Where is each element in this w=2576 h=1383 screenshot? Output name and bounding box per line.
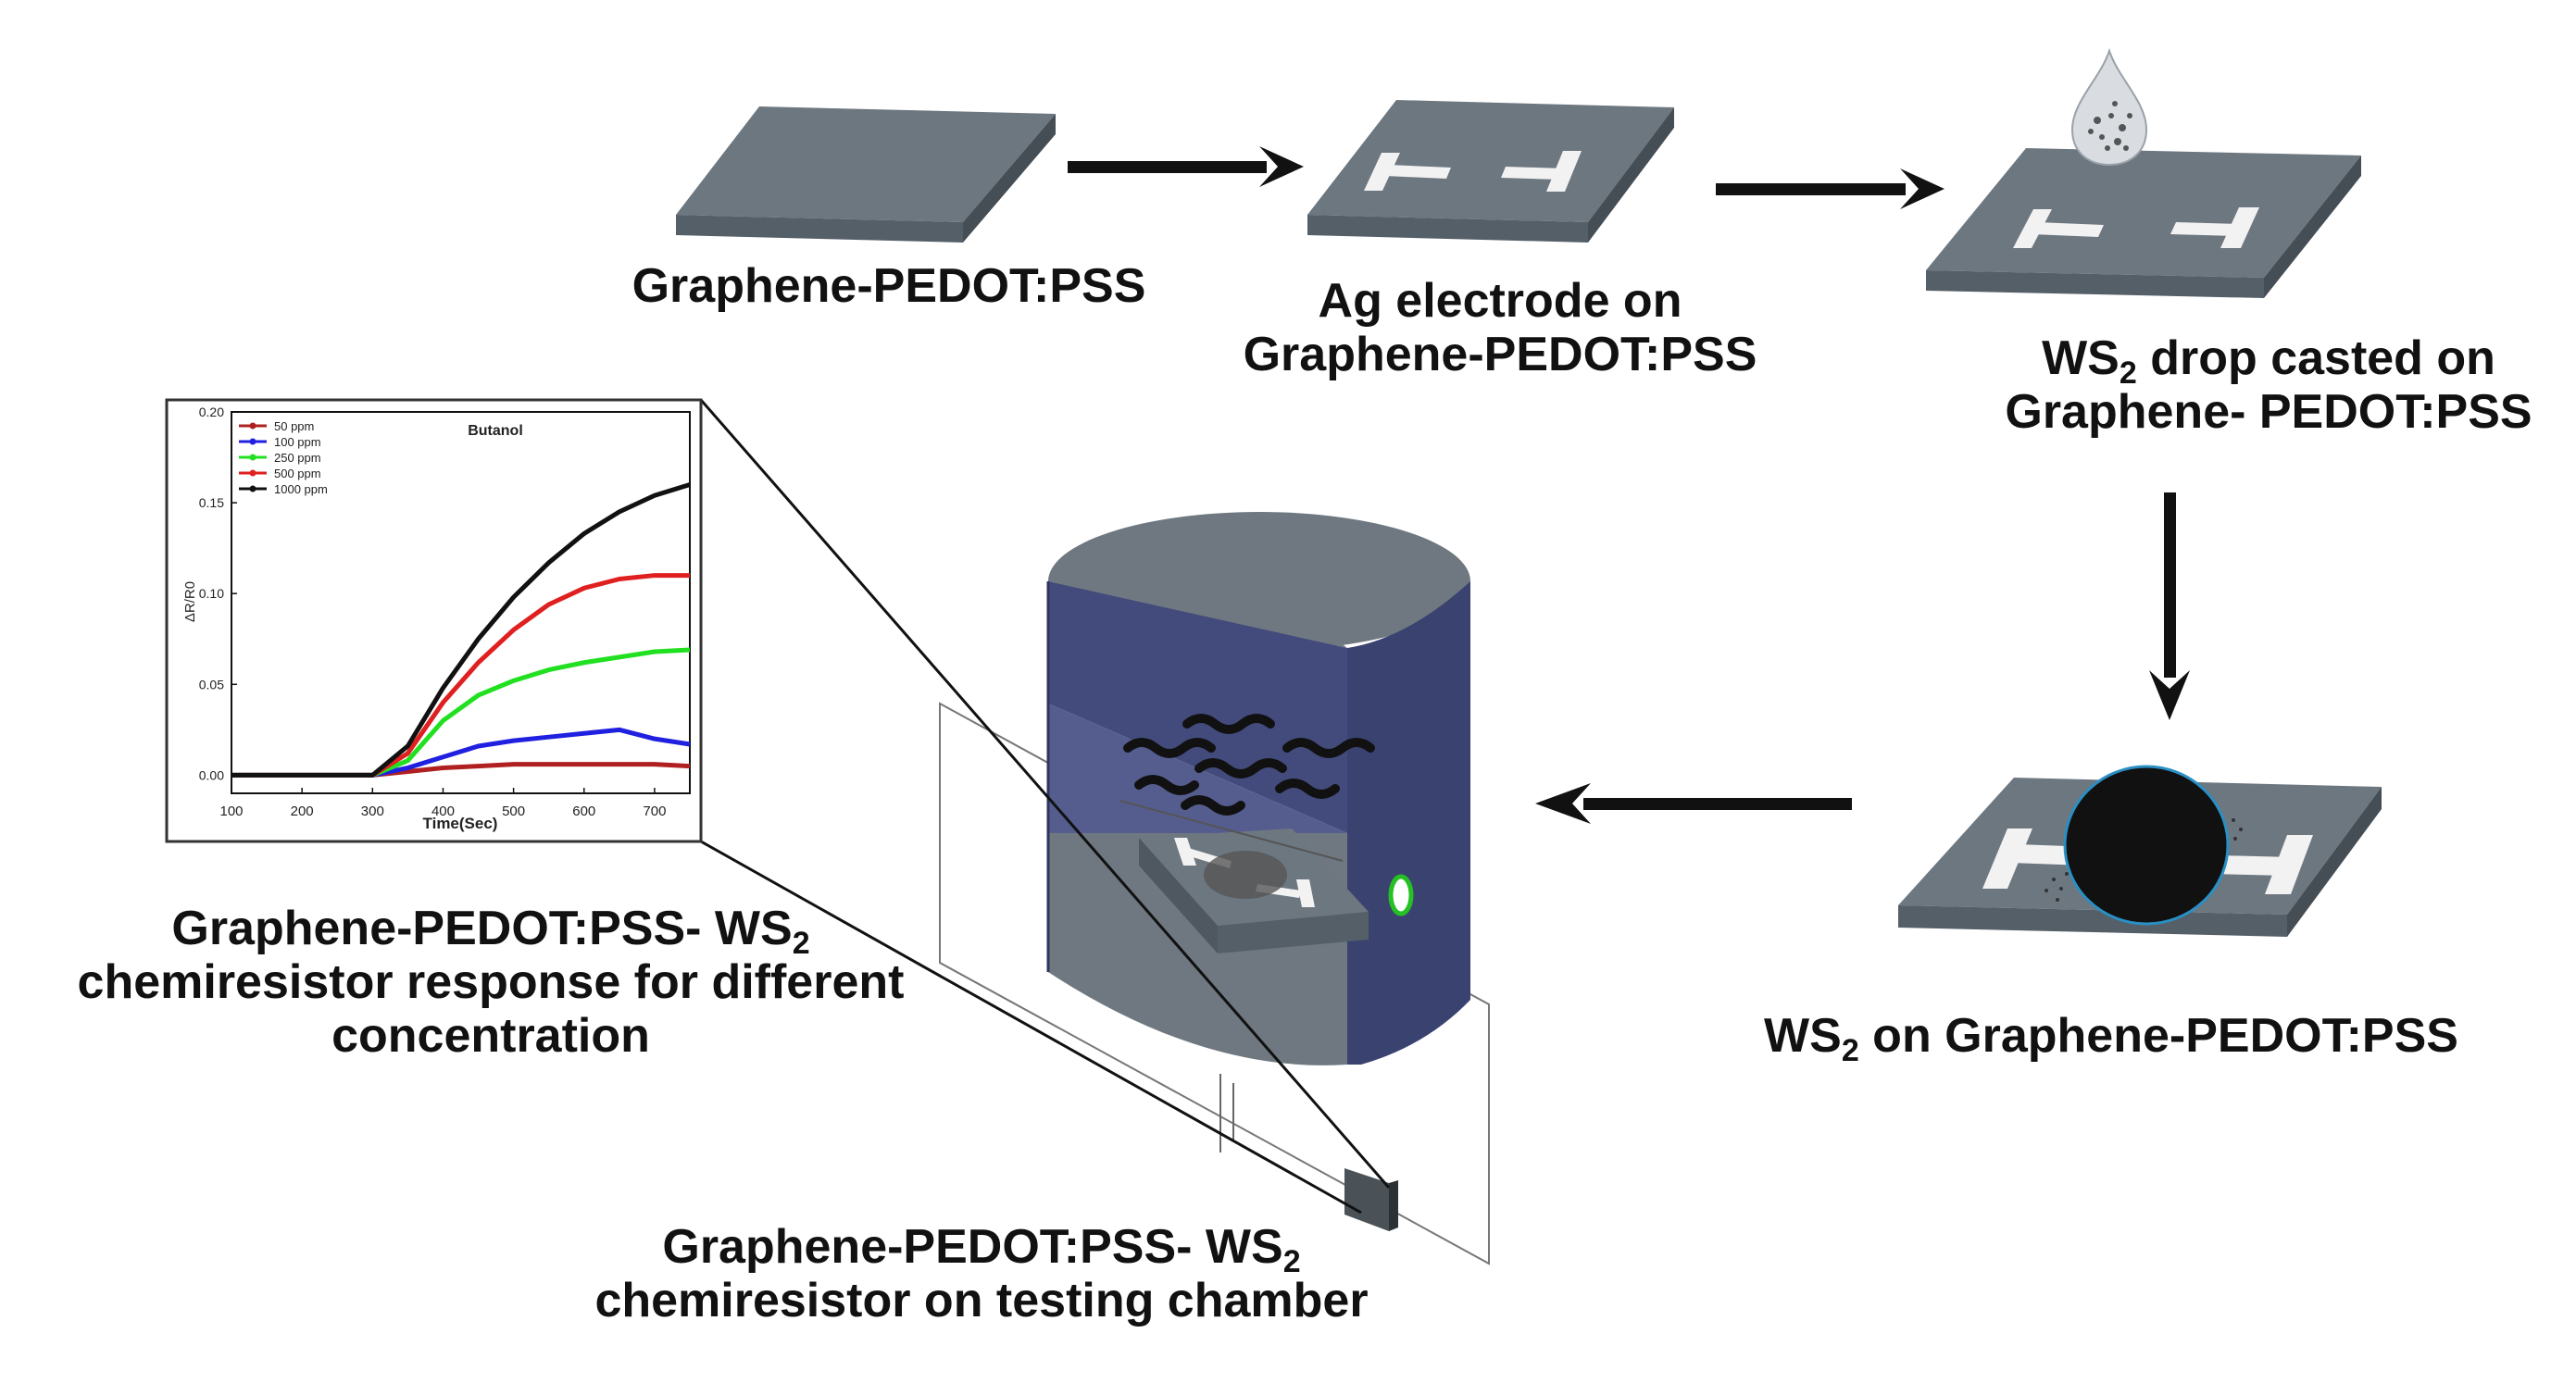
- legend-label: 500 ppm: [274, 467, 321, 480]
- caption-step6-line1: Graphene-PEDOT:PSS- WS2: [171, 902, 810, 961]
- y-tick-label: 0.15: [199, 495, 224, 510]
- caption-step3-line1: WS2 drop casted on: [2042, 331, 2495, 391]
- caption-step2: Ag electrode on Graphene-PEDOT:PSS: [1204, 274, 1796, 381]
- x-tick-label: 200: [291, 804, 314, 819]
- chart-ylabel: ΔR/R0: [182, 581, 198, 622]
- arrow-right-2: [1716, 168, 1945, 209]
- caption-step1: Graphene-PEDOT:PSS: [593, 259, 1185, 313]
- ag-electrode-left: [1364, 153, 1451, 191]
- caption-step1-text: Graphene-PEDOT:PSS: [631, 259, 1146, 313]
- legend-label: 250 ppm: [274, 451, 321, 465]
- x-tick-label: 400: [431, 804, 455, 819]
- ws2-droplet-icon: [2070, 47, 2148, 167]
- testing-chamber: [1046, 512, 1470, 1065]
- gas-wave-icons: [1123, 714, 1375, 816]
- arrow-down: [2149, 492, 2190, 720]
- legend-marker: [249, 438, 256, 445]
- x-tick-label: 600: [572, 804, 595, 819]
- caption-step6-line2: chemiresistor response for different: [77, 955, 905, 1009]
- caption-step3: WS2 drop casted on Graphene- PEDOT:PSS: [1963, 331, 2574, 439]
- x-tick-label: 700: [643, 804, 666, 819]
- caption-step5: Graphene-PEDOT:PSS- WS2 chemiresistor on…: [519, 1220, 1444, 1327]
- ws2-film: [2045, 765, 2243, 926]
- zoom-lines: [699, 399, 1391, 1215]
- voltage-source-icon: [1219, 1074, 1234, 1152]
- substrate-3: [1926, 148, 2361, 298]
- x-tick-label: 500: [502, 804, 525, 819]
- chip-sample: [1344, 1168, 1398, 1231]
- legend-label: 1000 ppm: [274, 482, 328, 496]
- caption-step6-line3: concentration: [331, 1009, 650, 1063]
- arrow-left: [1535, 783, 1852, 824]
- caption-step2-line2: Graphene-PEDOT:PSS: [1243, 328, 1757, 381]
- probe-wire: [1119, 800, 1344, 862]
- legend-marker: [249, 454, 256, 461]
- y-tick-label: 0.20: [199, 405, 224, 419]
- y-tick-label: 0.10: [199, 586, 224, 601]
- ag-electrode-right: [1501, 151, 1582, 192]
- legend-label: 100 ppm: [274, 435, 321, 449]
- ag-electrode-left-3: [2013, 209, 2104, 248]
- legend-marker: [249, 422, 256, 430]
- legend-label: 50 ppm: [274, 419, 314, 433]
- series-line: [231, 482, 691, 778]
- caption-step4: WS2 on Graphene-PEDOT:PSS: [1764, 1009, 2458, 1068]
- legend-marker: [249, 469, 256, 477]
- caption-step3-line2: Graphene- PEDOT:PSS: [2005, 385, 2532, 439]
- arrow-right-1: [1068, 146, 1304, 187]
- chart-title: Butanol: [468, 423, 523, 439]
- chart-xlabel: Time(Sec): [423, 815, 498, 832]
- response-chart: 100 200 300 400 500 600 700 0.00 0.05 0.10 0.15 0.2…: [165, 398, 703, 843]
- y-tick-label: 0.05: [199, 677, 224, 692]
- substrate-2: [1307, 100, 1674, 243]
- x-tick-label: 300: [361, 804, 384, 819]
- y-tick-label: 0.00: [199, 767, 224, 782]
- caption-step2-line1: Ag electrode on: [1318, 274, 1682, 328]
- caption-step6: Graphene-PEDOT:PSS- WS2 chemiresistor re…: [19, 902, 963, 1063]
- x-tick-label: 100: [219, 804, 243, 819]
- legend-marker: [249, 485, 256, 492]
- caption-step5-line2: chemiresistor on testing chamber: [594, 1274, 1369, 1327]
- ag-electrode-right-4: [2212, 835, 2313, 894]
- substrate-1: [676, 106, 1056, 243]
- caption-step5-line1: Graphene-PEDOT:PSS- WS2: [662, 1220, 1301, 1279]
- ag-electrode-right-3: [2170, 207, 2259, 248]
